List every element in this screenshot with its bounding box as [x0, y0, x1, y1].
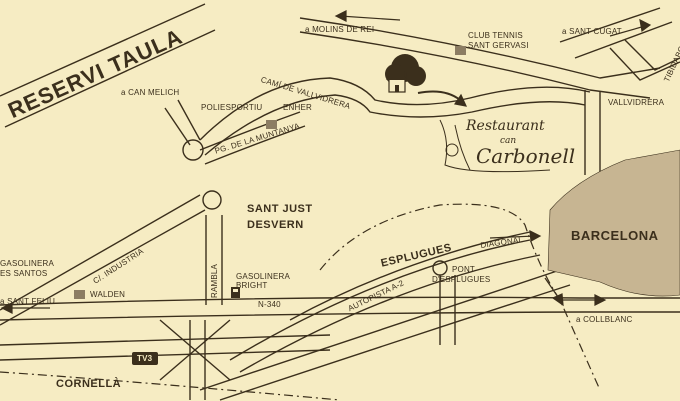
walden-building — [74, 290, 85, 299]
label-barcelona: BARCELONA — [571, 228, 659, 243]
label-gasolinera-santos-2: ES SANTOS — [0, 269, 48, 278]
direction-sant-cugat: a SANT CUGAT — [562, 27, 622, 36]
label-walden: WALDEN — [90, 290, 126, 299]
label-vallvidrera: VALLVIDRERA — [608, 98, 665, 107]
label-club-tennis-2: SANT GERVASI — [468, 41, 529, 50]
label-club-tennis-1: CLUB TENNIS — [468, 31, 523, 40]
restaurant-name-line2: can — [500, 136, 517, 146]
restaurant-name-line3: Carbonell — [476, 144, 576, 168]
direction-molins: a MOLINS DE REI — [305, 25, 375, 34]
direction-can-melich: a CAN MELICH — [121, 88, 180, 97]
label-poliesportiu: POLIESPORTIU — [201, 103, 263, 112]
barcelona-area — [547, 149, 680, 297]
road-tv3: TV3 — [137, 354, 153, 363]
label-desvern: DESVERN — [247, 219, 304, 231]
poliesportiu-building — [266, 120, 277, 129]
vine-decoration-icon — [439, 119, 551, 173]
label-gasolinera-santos-1: GASOLINERA — [0, 259, 55, 268]
club-tennis-building — [455, 46, 466, 55]
direction-collblanc: a COLLBLANC — [576, 315, 633, 324]
restaurant-tree-icon — [385, 54, 426, 93]
tv3-badge — [132, 352, 158, 365]
label-enher: ENHER — [283, 103, 313, 112]
gas-pump-icon — [231, 287, 240, 298]
label-pont-1: PONT — [452, 265, 476, 274]
label-sant-just: SANT JUST — [247, 203, 313, 215]
restaurant-name-line1: Restaurant — [466, 118, 545, 134]
road-rambla: RAMBLA — [210, 263, 219, 298]
label-gasolinera-bright-1: GASOLINERA — [236, 272, 291, 281]
label-pont-2: D'ESPLUGUES — [432, 275, 491, 284]
road-n340: N-340 — [258, 300, 281, 309]
label-gasolinera-bright-2: BRIGHT — [236, 281, 268, 290]
label-cornella: CORNELLÀ — [56, 378, 122, 390]
direction-sant-feliu: a SANT FELIU — [0, 297, 56, 306]
